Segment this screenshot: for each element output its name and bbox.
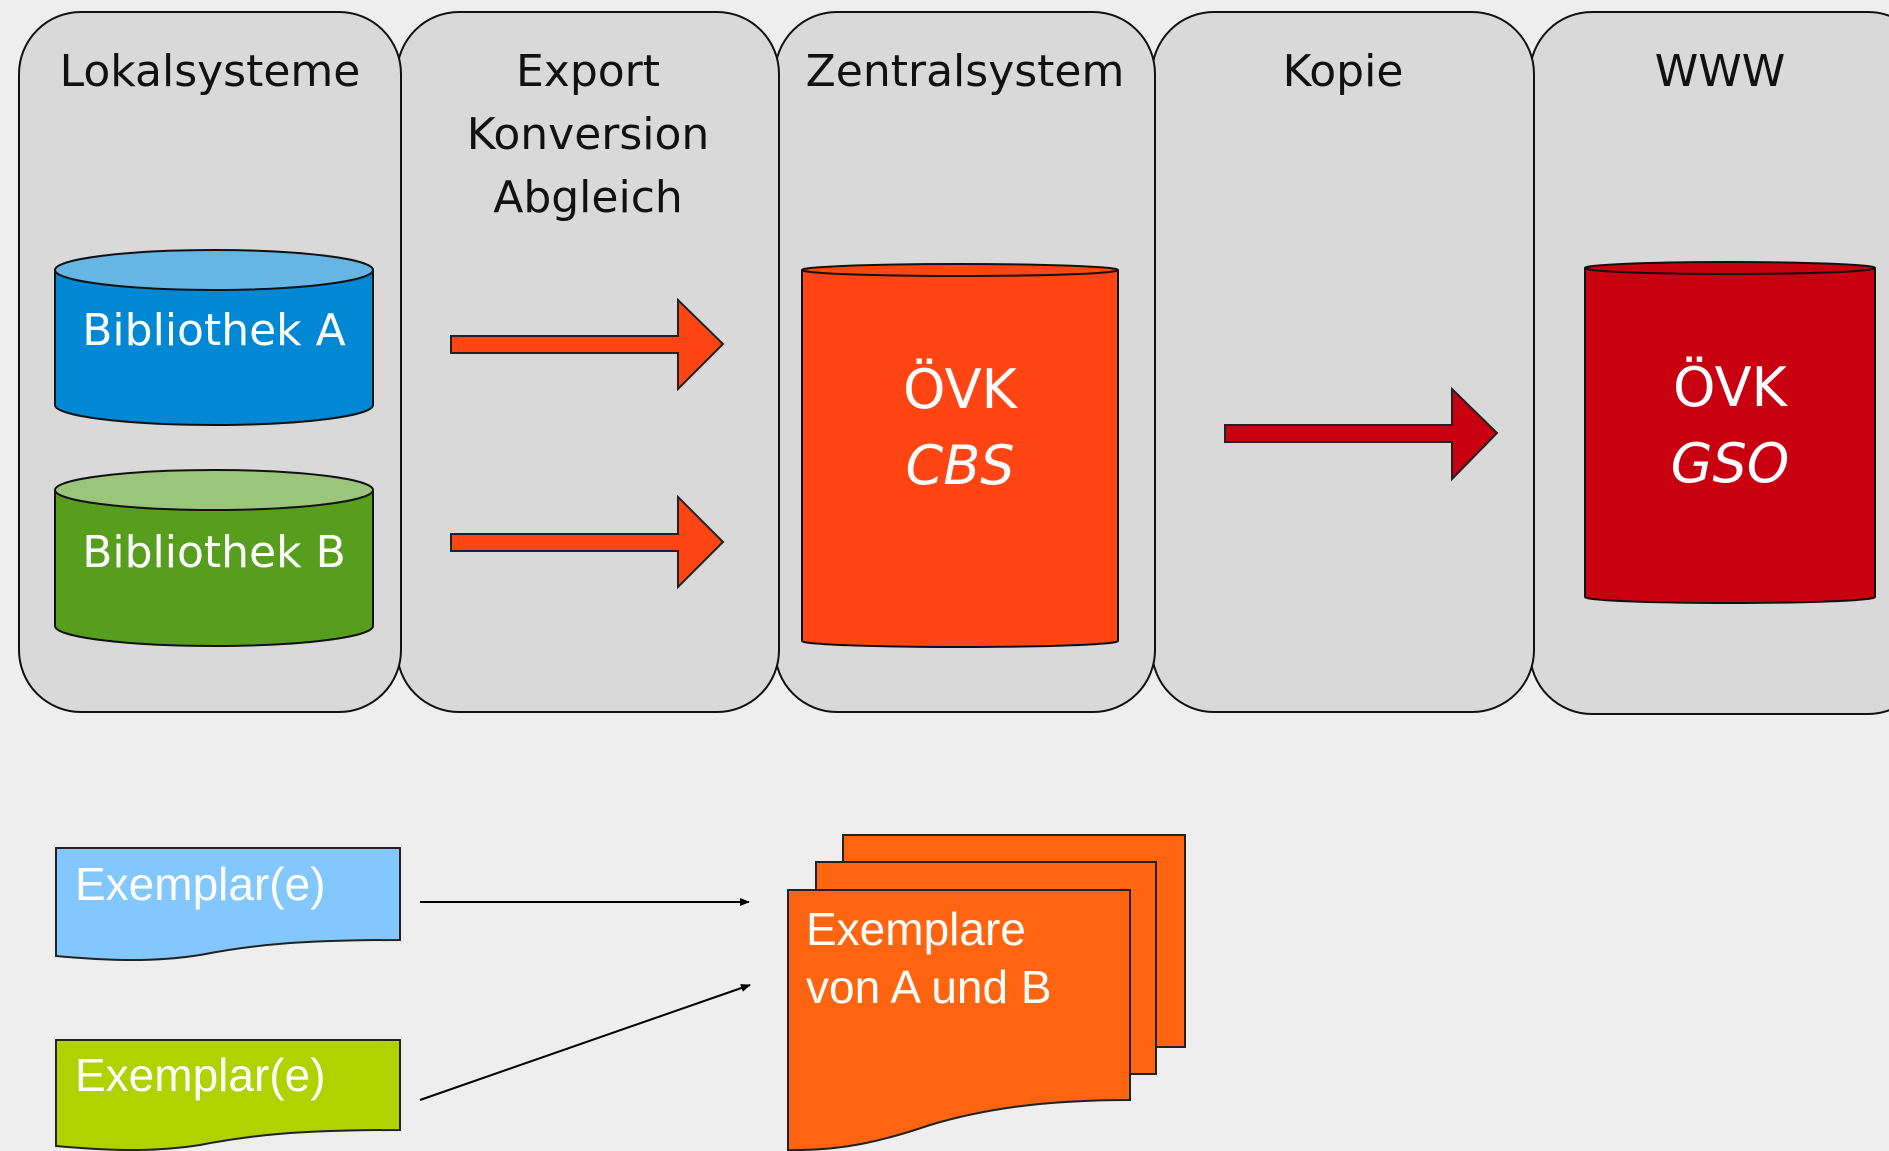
column-title-zentralsystem: Zentralsystem: [805, 46, 1125, 97]
export-arrow-a: [450, 297, 725, 392]
label-bibliothek-b: Bibliothek B: [82, 527, 346, 578]
connector-b: [419, 984, 751, 1101]
export-arrow-b: [450, 494, 725, 590]
label-exemplar-b: Exemplar(e): [75, 1049, 326, 1101]
column-title-kopie: Kopie: [1282, 46, 1404, 97]
database-oevk-gso: [1584, 261, 1876, 604]
database-bibliothek-a: [54, 249, 374, 426]
column-title-lokalsysteme: Lokalsysteme: [59, 46, 361, 97]
label-exemplar-a: Exemplar(e): [75, 858, 326, 910]
label-oevk-cbs: ÖVK CBS: [903, 358, 1017, 497]
database-bibliothek-b: [54, 469, 374, 647]
label-exemplare-von-a-und-b: Exemplare von A und B: [806, 903, 1052, 1013]
document-stack-exemplare: [787, 834, 1186, 1151]
document-exemplar-a: [55, 847, 401, 962]
copy-arrow: [1224, 386, 1499, 482]
label-bibliothek-a: Bibliothek A: [82, 305, 346, 356]
column-title-export: Export Konversion Abgleich: [466, 46, 710, 223]
document-exemplar-b: [55, 1039, 401, 1151]
database-oevk-cbs: [801, 263, 1119, 648]
label-oevk-gso: ÖVK GSO: [1670, 356, 1790, 495]
column-title-www: WWW: [1654, 46, 1786, 97]
panel-kopie: [1151, 11, 1535, 713]
